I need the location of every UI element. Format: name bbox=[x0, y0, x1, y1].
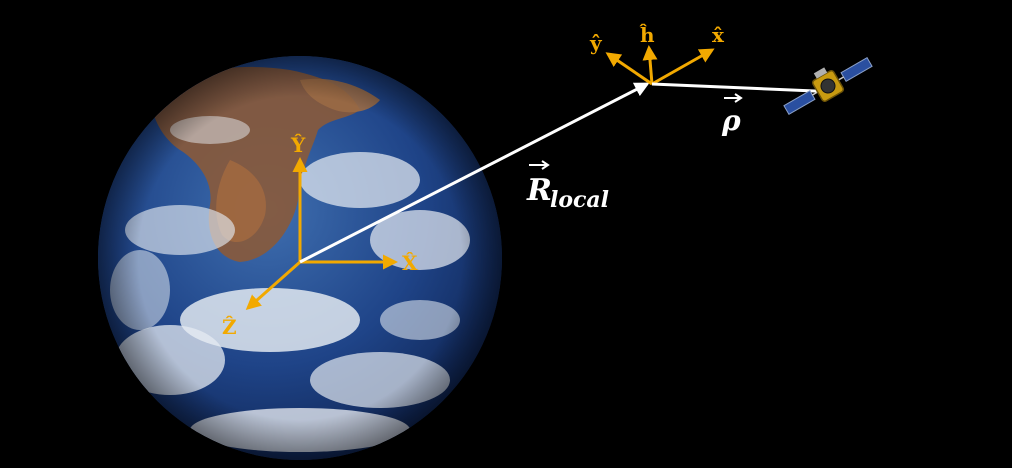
local-y-axis bbox=[605, 52, 653, 86]
local-x-label: x̂ bbox=[712, 23, 725, 47]
satellite-icon bbox=[783, 56, 873, 116]
rho-vector bbox=[651, 82, 841, 99]
local-x-axis bbox=[651, 48, 715, 86]
rho-symbol: ρ bbox=[721, 104, 741, 137]
r-local-subscript: local bbox=[550, 187, 609, 213]
local-y-label: ŷ bbox=[589, 31, 603, 55]
local-h-label: ĥ bbox=[639, 23, 655, 47]
r-local-label: R local bbox=[526, 160, 609, 213]
local-h-axis bbox=[642, 45, 658, 85]
rho-label: ρ bbox=[721, 93, 743, 137]
r-local-symbol: R bbox=[526, 173, 552, 208]
earth-x-label: X̂ bbox=[402, 251, 418, 275]
r-local-arrow-accent bbox=[529, 160, 550, 170]
earth-globe-icon bbox=[98, 56, 502, 460]
rho-arrow-accent bbox=[724, 93, 743, 103]
earth-z-label: Ẑ bbox=[222, 315, 237, 339]
earth-z-axis bbox=[245, 260, 301, 310]
local-frame-axes bbox=[605, 45, 715, 86]
earth-frame-axes bbox=[245, 157, 398, 310]
r-local-vector bbox=[299, 82, 650, 264]
earth-y-label: Ŷ bbox=[290, 133, 306, 157]
